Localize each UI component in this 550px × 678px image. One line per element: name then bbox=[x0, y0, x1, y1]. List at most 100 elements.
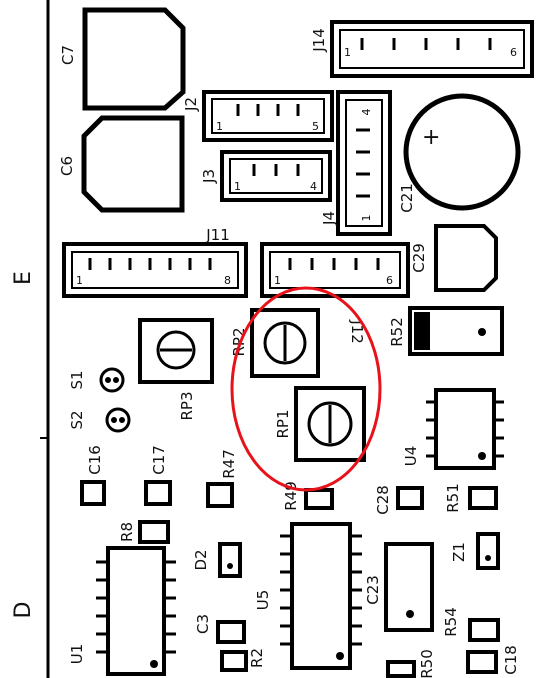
capacitor-c6-label: C6 bbox=[58, 156, 76, 176]
resistor-r50-label: R50 bbox=[418, 649, 436, 678]
resistor-r52-outline bbox=[408, 306, 504, 356]
connector-j12-label: J12 bbox=[348, 319, 366, 344]
connector-j4-label: J4 bbox=[320, 211, 338, 226]
connector-j14-pin-first: 1 bbox=[344, 46, 351, 59]
capacitor-c17-outline bbox=[144, 480, 172, 506]
connector-j11-outline bbox=[62, 242, 248, 298]
resistor-r8-label: R8 bbox=[118, 522, 136, 542]
resistor-r8-outline bbox=[138, 520, 170, 544]
resistor-r54-outline bbox=[468, 618, 500, 642]
connector-j12-pin-first: 1 bbox=[274, 274, 281, 287]
capacitor-c18-label: C18 bbox=[502, 645, 520, 675]
resistor-r2-outline bbox=[220, 650, 248, 672]
ic-u4-body bbox=[434, 388, 496, 470]
capacitor-c23-outline bbox=[384, 542, 434, 632]
connector-j14-pin-last: 6 bbox=[510, 46, 517, 59]
ic-u1-pin1-dot bbox=[150, 660, 158, 668]
capacitor-c21-label: C21 bbox=[398, 183, 416, 213]
capacitor-c3-label: C3 bbox=[194, 614, 212, 634]
trimpot-rp1-label: RP1 bbox=[274, 409, 292, 438]
ic-u5-body bbox=[290, 522, 352, 670]
connector-j2-outline bbox=[202, 90, 334, 142]
connector-j2-inner bbox=[211, 98, 325, 134]
connector-j11-pins bbox=[88, 258, 212, 270]
capacitor-c16-outline bbox=[80, 480, 106, 506]
ic-u5-label: U5 bbox=[254, 590, 272, 611]
resistor-r52-band bbox=[414, 312, 430, 350]
connector-j14-pins bbox=[360, 38, 492, 50]
connector-j2-pin-first: 1 bbox=[216, 120, 223, 133]
trimpot-rp2-outline bbox=[250, 308, 320, 378]
ic-u1-label: U1 bbox=[68, 644, 86, 665]
trimpot-rp3-outline bbox=[138, 318, 214, 384]
trimpot-rp3-label: RP3 bbox=[178, 391, 196, 420]
highlight-annotation-ellipse bbox=[230, 286, 382, 492]
capacitor-c21-outline bbox=[403, 93, 521, 211]
ic-u4-label: U4 bbox=[402, 446, 420, 467]
connector-j3-outline bbox=[220, 150, 332, 202]
connector-j11-inner bbox=[71, 251, 239, 289]
zener-z1-label: Z1 bbox=[450, 542, 468, 562]
switch-s2-outline bbox=[105, 407, 131, 433]
switch-s2-label: S2 bbox=[68, 410, 86, 429]
connector-j3-pins bbox=[252, 164, 300, 176]
capacitor-c23-label: C23 bbox=[364, 575, 382, 605]
connector-j14-inner bbox=[339, 29, 525, 69]
ic-u4-pin1-dot bbox=[478, 452, 486, 460]
resistor-r51-outline bbox=[468, 486, 498, 510]
connector-j3-pin-last: 4 bbox=[310, 180, 317, 193]
resistor-r51-label: R51 bbox=[444, 483, 462, 513]
capacitor-c28-label: C28 bbox=[374, 485, 392, 515]
connector-j14-label: J14 bbox=[310, 28, 328, 53]
switch-s1-label: S1 bbox=[68, 370, 86, 389]
connector-j12-pin-last: 6 bbox=[386, 274, 393, 287]
connector-j4-pin-last: 4 bbox=[360, 109, 373, 116]
connector-j14-outline bbox=[330, 20, 534, 78]
resistor-r52-pin-dot bbox=[478, 328, 486, 336]
capacitor-c18-outline bbox=[466, 650, 498, 674]
capacitor-c16-label: C16 bbox=[86, 445, 104, 475]
connector-j3-inner bbox=[229, 158, 323, 194]
diode-d2-label: D2 bbox=[192, 549, 210, 570]
connector-j12-inner bbox=[269, 251, 401, 289]
connector-j11-pin-first: 1 bbox=[76, 274, 83, 287]
trimpot-rp2-dial bbox=[263, 321, 307, 365]
connector-j4-outline bbox=[336, 90, 392, 236]
diode-d2-outline bbox=[218, 542, 242, 578]
capacitor-c7-outline bbox=[82, 7, 186, 111]
resistor-r49-outline bbox=[304, 488, 334, 510]
connector-j12-pins bbox=[288, 258, 380, 270]
connector-j2-pin-last: 5 bbox=[312, 120, 319, 133]
capacitor-c21-polarity: + bbox=[422, 125, 440, 150]
capacitor-c3-outline bbox=[216, 620, 246, 644]
connector-j11-label: J11 bbox=[205, 226, 230, 244]
connector-j3-pin-first: 1 bbox=[234, 180, 241, 193]
capacitor-c7-label: C7 bbox=[59, 45, 77, 65]
connector-j4-pin-first: 1 bbox=[360, 215, 373, 222]
resistor-r47-label: R47 bbox=[220, 449, 238, 479]
capacitor-c29-outline bbox=[434, 224, 498, 292]
connector-j3-label: J3 bbox=[200, 169, 218, 184]
zone-label-e: E bbox=[11, 271, 36, 285]
resistor-r52-label: R52 bbox=[388, 317, 406, 347]
resistor-r54-label: R54 bbox=[442, 607, 460, 637]
connector-j11-pin-last: 8 bbox=[224, 274, 231, 287]
resistor-r47-outline bbox=[206, 482, 234, 508]
capacitor-c6-outline bbox=[81, 115, 185, 213]
trimpot-rp1-outline bbox=[294, 386, 366, 462]
ic-u4-pins bbox=[426, 400, 504, 458]
capacitor-c28-outline bbox=[396, 486, 424, 510]
connector-j4-inner bbox=[345, 99, 383, 227]
capacitor-c17-label: C17 bbox=[150, 445, 168, 475]
zone-label-d: D bbox=[11, 602, 36, 619]
resistor-r2-label: R2 bbox=[248, 648, 266, 668]
ic-u5-pins bbox=[280, 534, 362, 646]
connector-j2-label: J2 bbox=[182, 97, 200, 112]
trimpot-rp1-dial bbox=[307, 401, 353, 447]
connector-j2-pins bbox=[236, 104, 300, 116]
switch-s1-outline bbox=[99, 367, 125, 393]
trimpot-rp3-dial bbox=[156, 330, 196, 370]
capacitor-c29-label: C29 bbox=[410, 243, 428, 273]
connector-j4-pins bbox=[356, 128, 370, 198]
